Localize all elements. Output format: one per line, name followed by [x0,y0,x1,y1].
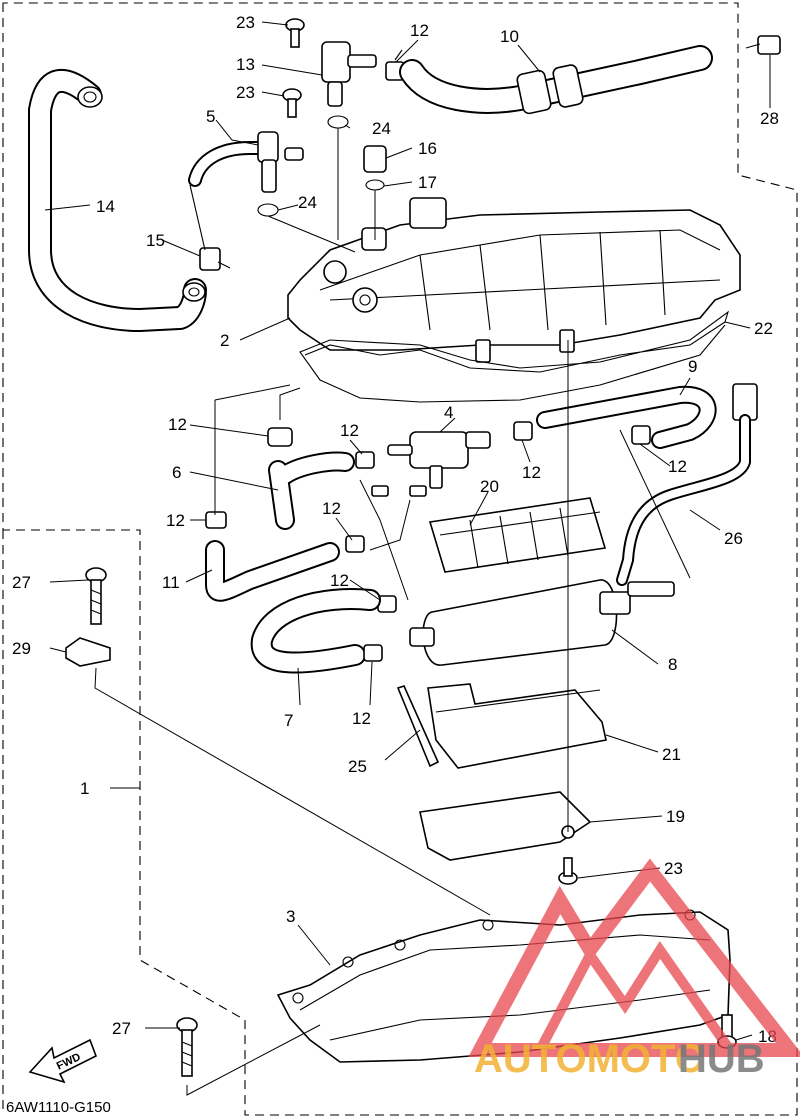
callout-26: 26 [724,529,743,548]
callout-6: 6 [172,463,181,482]
cable-tie-25 [396,685,440,768]
callout-22: 22 [754,319,773,338]
callout-19: 19 [666,807,685,826]
callout-12g: 12 [322,499,341,518]
callout-12e: 12 [668,457,687,476]
clamp-12-right2 [631,425,651,445]
callout-24a: 24 [372,119,391,138]
pump-4 [387,431,491,489]
hose-7 [250,588,381,674]
callout-13: 13 [236,55,255,74]
clamp-12-right1 [513,421,533,441]
watermark-text: AUTOMOTO HUB [474,1037,765,1081]
callout-3: 3 [286,907,295,926]
callout-12f: 12 [166,511,185,530]
fitting-small1 [371,485,389,497]
bolt-23a [285,18,305,48]
drawing-code: 6AW1110-G150 [6,1099,111,1116]
callout-27a: 27 [12,573,31,592]
callout-2: 2 [220,331,229,350]
sleeve-16 [363,145,387,173]
cover-21 [427,683,607,769]
callout-12a: 12 [410,21,429,40]
callout-labels: 1 2 3 4 5 6 7 8 9 10 11 12 12 12 12 12 1… [12,13,779,1046]
callout-14: 14 [96,197,115,216]
callout-11: 11 [162,573,180,592]
callout-12i: 12 [352,709,371,728]
clamp-12-mid2 [345,535,365,553]
callout-27b: 27 [112,1019,131,1038]
bolt-27a [85,567,107,625]
harness-26 [616,383,758,586]
oring-24a [327,115,349,129]
callout-1: 1 [80,779,89,798]
hose-6 [268,451,355,530]
callout-8: 8 [668,655,677,674]
callout-5: 5 [206,107,215,126]
callout-12c: 12 [340,421,359,440]
callout-17: 17 [418,173,437,192]
watermark-logo [468,858,800,1057]
callout-15: 15 [146,231,165,250]
upper-housing-2 [287,197,741,363]
clamp-15 [199,247,231,271]
fitting-5 [257,131,304,193]
clip-29 [65,637,111,667]
bracket-19 [419,791,592,861]
callout-23b: 23 [236,83,255,102]
callout-28: 28 [760,109,779,128]
filter-8 [409,579,675,666]
tray-20 [428,497,607,573]
oring-24b [257,203,279,217]
clip-17 [365,179,385,191]
clamp-12-mid1 [355,451,375,469]
callout-leaders [44,21,771,1041]
hose-10 [399,45,713,115]
hose-5 [188,141,277,251]
clamp-12-left2 [205,511,227,529]
callout-24b: 24 [298,193,317,212]
callout-12b: 12 [168,415,187,434]
sensor-13 [321,41,377,107]
hose-11 [205,540,340,602]
clamp-12-bottom [363,644,383,662]
lower-housing-3 [276,909,731,1063]
clamp-12-left1 [267,427,293,447]
connecting-lines [94,128,691,1096]
callout-23a: 23 [236,13,255,32]
watermark-text-1: AUTOMOTO [474,1037,706,1081]
gasket-22 [299,310,730,403]
callout-12h: 12 [330,571,349,590]
clip-28 [745,35,781,55]
callout-16: 16 [418,139,437,158]
bolt-23b [282,88,302,118]
fitting-small2 [409,485,427,497]
callout-20: 20 [480,477,499,496]
callout-25: 25 [348,757,367,776]
callout-12d: 12 [522,463,541,482]
callout-4: 4 [444,403,453,422]
hose-9 [536,385,717,449]
fwd-arrow: FWD [28,1038,98,1084]
hose-14 [28,68,207,333]
callout-7: 7 [284,711,293,730]
callout-23c: 23 [664,859,683,878]
bolt-27b [176,1017,198,1077]
callout-10: 10 [500,27,519,46]
watermark-text-2: HUB [678,1037,765,1081]
callout-9: 9 [688,357,697,376]
bolt-23c [558,857,578,885]
callout-29: 29 [12,639,31,658]
callout-21: 21 [662,745,681,764]
